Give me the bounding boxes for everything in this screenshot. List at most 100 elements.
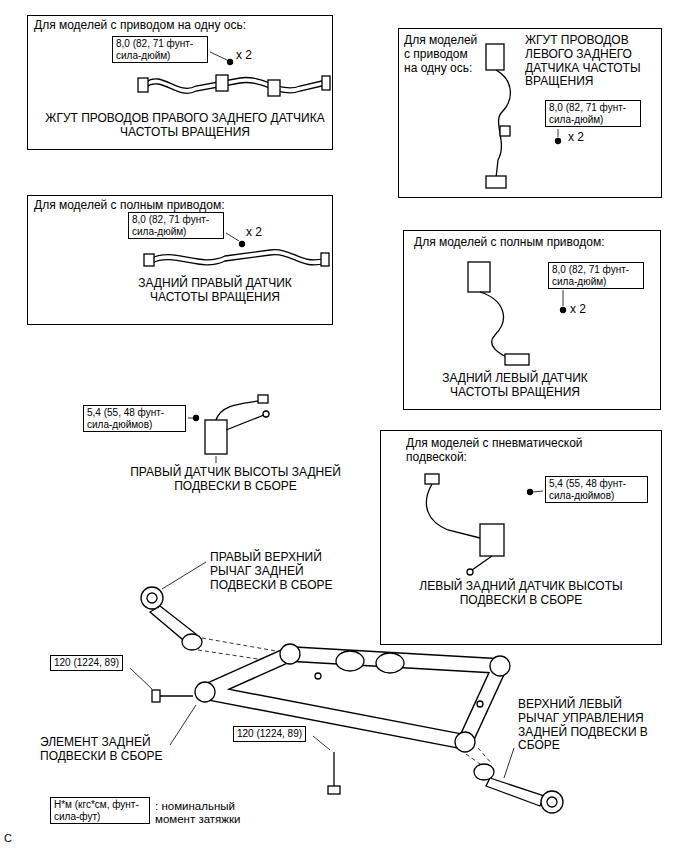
link-end bbox=[263, 411, 269, 417]
diff-mount bbox=[336, 651, 364, 671]
part-name: ПРАВЫЙ ВЕРХНИЙ РЫЧАГ ЗАДНЕЙ ПОДВЕСКИ В С… bbox=[210, 551, 360, 592]
wire bbox=[152, 255, 325, 265]
bolt-dot bbox=[561, 308, 566, 313]
leader-line bbox=[210, 52, 227, 60]
bushing bbox=[182, 634, 202, 650]
part-name: ЭЛЕМЕНТ ЗАДНЕЙ ПОДВЕСКИ В СБОРЕ bbox=[40, 736, 182, 764]
part-name: ЗАДНИЙ ПРАВЫЙ ДАТЧИК ЧАСТОТЫ ВРАЩЕНИЯ bbox=[110, 277, 320, 305]
bolt-head bbox=[152, 690, 160, 702]
bolt-dot bbox=[556, 139, 561, 144]
leader-line bbox=[170, 705, 196, 745]
torque-box: 8,0 (82, 71 фунт-сила-дюйм) bbox=[545, 100, 641, 127]
torque-box: 8,0 (82, 71 фунт-сила-дюйм) bbox=[112, 36, 208, 63]
bolt-head bbox=[328, 786, 340, 794]
bushing-hole bbox=[147, 593, 157, 603]
connector bbox=[486, 176, 506, 188]
leader-line bbox=[216, 456, 217, 463]
torque-value: 8,0 (82, 71 фунт-сила-дюйм) bbox=[116, 38, 204, 61]
bolt-dot bbox=[240, 242, 245, 247]
diff-mount bbox=[376, 653, 404, 673]
wire bbox=[146, 82, 326, 93]
bushing bbox=[195, 682, 215, 702]
leader-line bbox=[533, 491, 543, 492]
bolt-dot bbox=[194, 416, 199, 421]
quantity: x 2 bbox=[570, 303, 600, 317]
subframe-drawing bbox=[195, 644, 510, 752]
leader-line bbox=[188, 418, 193, 419]
arm-body bbox=[486, 778, 544, 806]
connector bbox=[468, 262, 490, 292]
height-sensor-drawing bbox=[188, 395, 269, 463]
torque-box: 8,0 (82, 71 фунт-сила-дюйм) bbox=[548, 262, 644, 289]
quantity: x 2 bbox=[246, 226, 276, 240]
part-name: ЖГУТ ПРОВОДОВ ПРАВОГО ЗАДНЕГО ДАТЧИКА ЧА… bbox=[45, 112, 325, 140]
connector bbox=[258, 395, 268, 403]
bushing bbox=[141, 587, 163, 609]
upper-arm-drawing bbox=[466, 748, 563, 813]
leader-line bbox=[130, 668, 152, 689]
torque-value: 5,4 (55, 48 фунт-сила-дюймов) bbox=[549, 478, 644, 501]
torque-value: 8,0 (82, 71 фунт-сила-дюйм) bbox=[132, 214, 220, 237]
model-note: Для моделей с приводом на одну ось: bbox=[34, 19, 324, 33]
torque-value: 5,4 (55, 48 фунт-сила-дюймов) bbox=[87, 407, 182, 430]
bushing bbox=[474, 764, 494, 780]
wire bbox=[216, 400, 262, 420]
sensor-body bbox=[480, 524, 504, 556]
connector bbox=[322, 76, 330, 90]
model-variant-frame: Для моделей с приводом на одну ось: ЖГУТ … bbox=[398, 28, 662, 198]
part-name: ЖГУТ ПРОВОДОВ ЛЕВОГО ЗАДНЕГО ДАТЧИКА ЧАС… bbox=[525, 34, 657, 89]
leader-line bbox=[162, 562, 206, 589]
model-note: Для моделей с полным приводом: bbox=[414, 236, 654, 250]
quantity: x 2 bbox=[568, 131, 598, 145]
part-name: ЗАДНИЙ ЛЕВЫЙ ДАТЧИК ЧАСТОТЫ ВРАЩЕНИЯ bbox=[415, 372, 615, 400]
bushing bbox=[541, 791, 563, 813]
torque-box: 120 (1224, 89) bbox=[50, 655, 123, 671]
bushing bbox=[280, 644, 300, 664]
leader-line bbox=[313, 736, 330, 750]
torque-box: 8,0 (82, 71 фунт-сила-дюйм) bbox=[128, 212, 224, 239]
quantity: x 2 bbox=[236, 49, 266, 63]
link bbox=[472, 556, 492, 570]
bushing bbox=[490, 656, 510, 676]
bolt-dot bbox=[528, 490, 533, 495]
leader-line bbox=[504, 748, 514, 778]
part-name: ЛЕВЫЙ ЗАДНИЙ ДАТЧИК ВЫСОТЫ ПОДВЕСКИ В СБ… bbox=[388, 580, 654, 608]
model-variant-frame: Для моделей с пневматической подвеской: Л… bbox=[380, 430, 662, 645]
figure-code: C bbox=[4, 832, 12, 845]
mount-dashes bbox=[466, 748, 492, 764]
connector bbox=[425, 474, 439, 484]
clip bbox=[268, 80, 280, 96]
torque-value: 8,0 (82, 71 фунт-сила-дюйм) bbox=[552, 264, 640, 287]
model-variant-frame: Для моделей с приводом на одну ось: x 2 ЖГ… bbox=[27, 15, 333, 150]
model-note: Для моделей с пневматической подвеской: bbox=[406, 437, 636, 465]
model-variant-frame: Для моделей с полным приводом: x 2 ЗАДНИЙ … bbox=[403, 230, 661, 410]
connector bbox=[138, 78, 148, 92]
model-note: Для моделей с полным приводом: bbox=[34, 199, 324, 213]
connector bbox=[144, 254, 154, 266]
wire bbox=[426, 484, 480, 538]
wire bbox=[496, 70, 510, 178]
height-sensor-drawing bbox=[425, 474, 543, 575]
leader-line bbox=[558, 129, 559, 137]
model-note: Для моделей с приводом на одну ось: bbox=[404, 34, 482, 75]
bolt-drawing bbox=[130, 668, 340, 794]
bushing-hole bbox=[547, 797, 557, 807]
torque-value: 8,0 (82, 71 фунт-сила-дюйм) bbox=[549, 102, 637, 125]
connector bbox=[486, 44, 504, 70]
legend-box: Н*м (кгс*см, фунт-сила-фут) bbox=[50, 797, 150, 824]
legend-note: : номинальный момент затяжки bbox=[155, 800, 265, 826]
torque-box: 120 (1224, 89) bbox=[233, 726, 306, 742]
bolt-shaft bbox=[160, 695, 193, 696]
clip bbox=[500, 126, 510, 136]
part-name: ВЕРХНИЙ ЛЕВЫЙ РЫЧАГ УПРАВЛЕНИЯ ЗАДНЕЙ ПО… bbox=[518, 698, 663, 753]
bolt-shaft bbox=[333, 752, 334, 786]
wire bbox=[480, 292, 510, 358]
torque-value: 120 (1224, 89) bbox=[237, 728, 302, 740]
torque-box: 5,4 (55, 48 фунт-сила-дюймов) bbox=[83, 405, 186, 432]
bushing bbox=[455, 732, 475, 752]
torque-unit: Н*м (кгс*см, фунт-сила-фут) bbox=[54, 799, 146, 822]
nut bbox=[477, 701, 483, 707]
part-name: ПРАВЫЙ ДАТЧИК ВЫСОТЫ ЗАДНЕЙ ПОДВЕСКИ В С… bbox=[128, 466, 343, 494]
leader-line bbox=[563, 290, 564, 306]
